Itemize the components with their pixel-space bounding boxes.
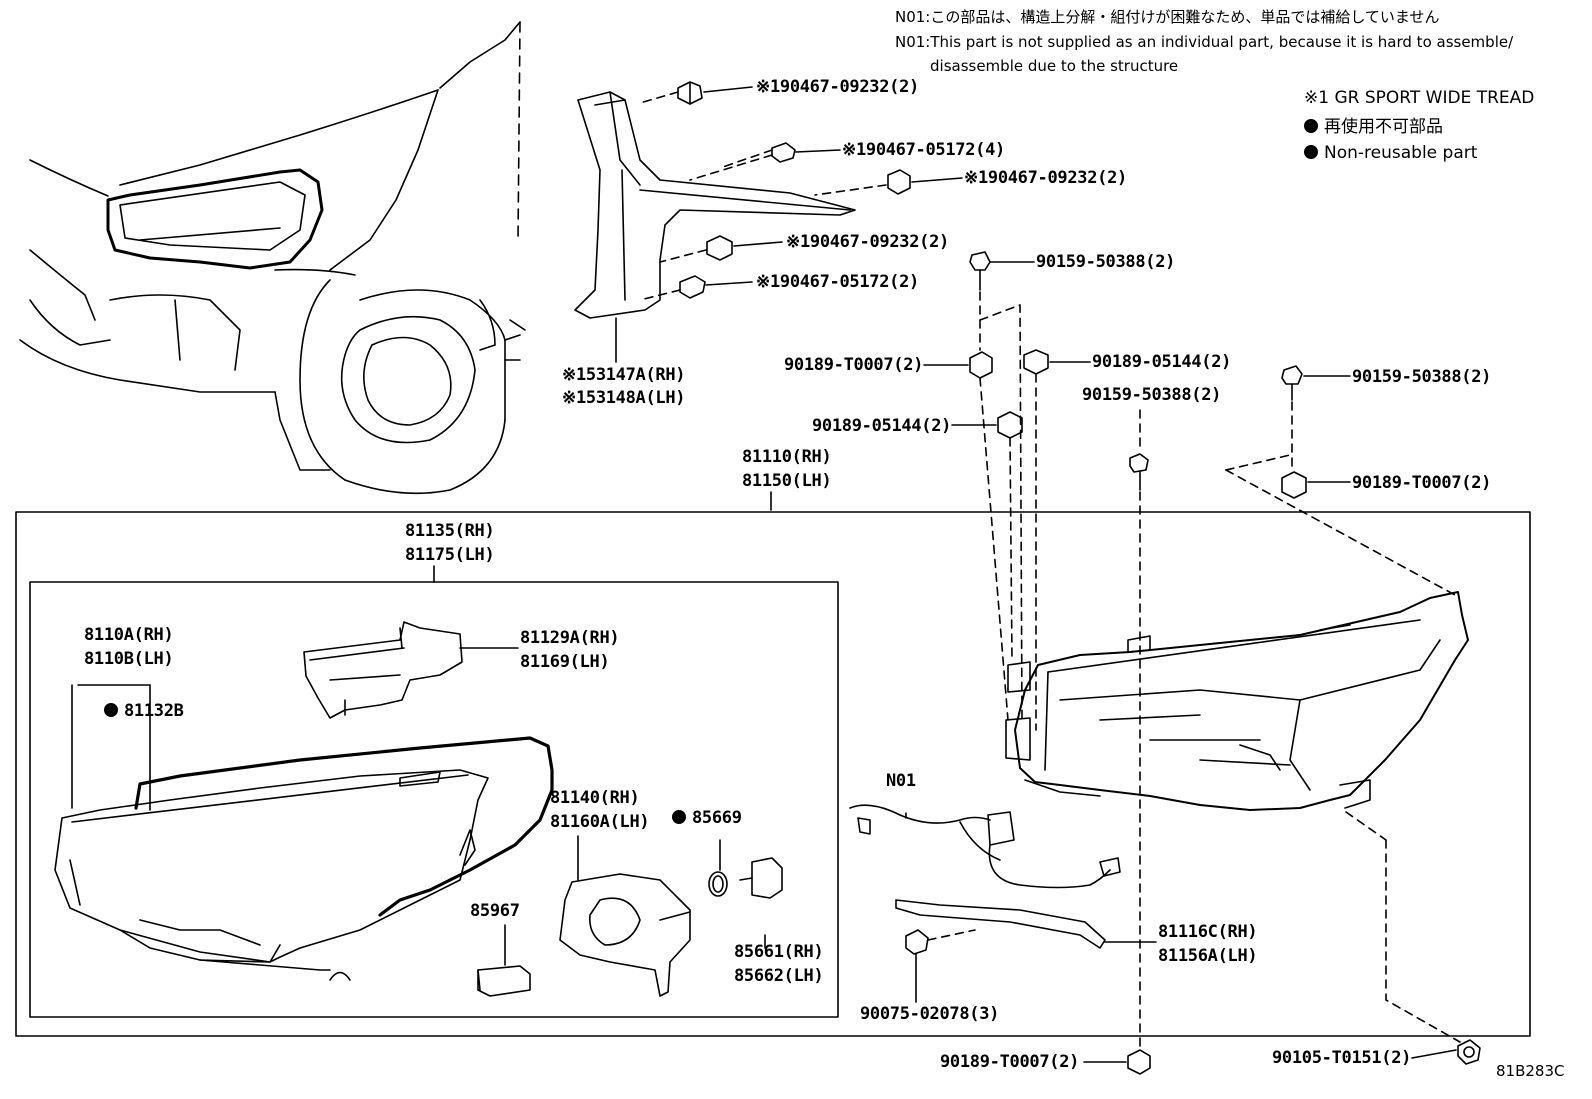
leader-lines <box>71 491 1157 966</box>
label-81135: 81135(RH) <box>405 521 495 541</box>
diagram-code: 81B283C <box>1496 1062 1565 1080</box>
label-85669-text: 85669 <box>692 808 742 828</box>
nonreusable-dot-icon <box>1304 119 1318 133</box>
bulb-socket-85661 <box>708 857 783 899</box>
label-153147a: ※153147A(RH) <box>562 365 686 385</box>
note-jp: N01:この部品は、構造上分解・組付けが困難なため、単品では補給していません <box>895 8 1440 26</box>
label-85661: 85661(RH) <box>734 942 824 962</box>
label-90189-t0007-b: 90189-T0007(2) <box>1352 473 1492 493</box>
headlamp-unit-81110 <box>1005 591 1469 811</box>
label-85669: 85669 <box>672 808 742 828</box>
label-90159-50388-c: 90159-50388(2) <box>1352 367 1492 387</box>
nonreusable-dot-icon <box>672 810 686 824</box>
note-en-line1: N01:This part is not supplied as an indi… <box>895 33 1514 51</box>
wire-harness-n01 <box>849 804 1121 889</box>
note-en-line2: disassemble due to the structure <box>930 57 1179 75</box>
clips-group <box>639 81 963 301</box>
label-90189-05144-b: 90189-05144(2) <box>812 416 952 436</box>
label-90075-02078: 90075-02078(3) <box>860 1004 1000 1024</box>
label-85967: 85967 <box>470 901 520 921</box>
vehicle-front-illustration <box>19 21 526 495</box>
reflector-81140 <box>559 873 691 997</box>
nonreusable-dot-icon <box>1304 145 1318 159</box>
legend-nonreusable-en-text: Non-reusable part <box>1324 143 1478 163</box>
legend-sport: ※1 GR SPORT WIDE TREAD <box>1304 88 1535 108</box>
label-90105-t0151: 90105-T0151(2) <box>1272 1048 1412 1068</box>
label-90189-t0007-c: 90189-T0007(2) <box>940 1052 1080 1072</box>
label-81156a: 81156A(LH) <box>1158 946 1258 966</box>
label-190467-09232-c: ※190467-09232(2) <box>786 232 949 252</box>
label-190467-05172-b: ※190467-05172(2) <box>756 272 919 292</box>
label-85662: 85662(LH) <box>734 966 824 986</box>
label-81132b-text: 81132B <box>124 701 184 721</box>
label-81175: 81175(LH) <box>405 545 495 565</box>
garnish-part-153147a <box>574 91 856 363</box>
label-81169: 81169(LH) <box>520 652 610 672</box>
label-81160a: 81160A(LH) <box>550 812 650 832</box>
nonreusable-dot-icon <box>104 703 118 717</box>
label-153148a: ※153148A(LH) <box>562 388 686 408</box>
label-81110: 81110(RH) <box>742 447 832 467</box>
trim-strip-81116c <box>895 899 1106 949</box>
label-90159-50388-b: 90159-50388(2) <box>1082 385 1222 405</box>
label-8110b: 8110B(LH) <box>84 649 174 669</box>
label-190467-09232-b: ※190467-09232(2) <box>964 168 1127 188</box>
label-n01: N01 <box>886 771 916 791</box>
bracket-81129a <box>303 621 463 719</box>
label-81140: 81140(RH) <box>550 788 640 808</box>
label-90189-05144-a: 90189-05144(2) <box>1092 352 1232 372</box>
assembly-frame-81110 <box>15 511 1531 1037</box>
assembly-frame-81135 <box>29 581 839 1018</box>
label-81129a: 81129A(RH) <box>520 628 620 648</box>
legend-nonreusable-jp-text: 再使用不可部品 <box>1324 117 1443 137</box>
headlamp-lens-8110a <box>54 736 554 981</box>
label-190467-05172-a: ※190467-05172(4) <box>842 140 1005 160</box>
module-85967 <box>477 965 531 997</box>
label-90159-50388-a: 90159-50388(2) <box>1036 252 1176 272</box>
label-81116c: 81116C(RH) <box>1158 922 1258 942</box>
label-81132b: 81132B <box>104 701 184 721</box>
label-90189-t0007-a: 90189-T0007(2) <box>784 355 924 375</box>
legend-nonreusable-en: Non-reusable part <box>1304 143 1477 163</box>
label-190467-09232-a: ※190467-09232(2) <box>756 77 919 97</box>
label-8110a: 8110A(RH) <box>84 625 174 645</box>
label-81150: 81150(LH) <box>742 471 832 491</box>
legend-nonreusable-jp: 再使用不可部品 <box>1304 117 1443 137</box>
